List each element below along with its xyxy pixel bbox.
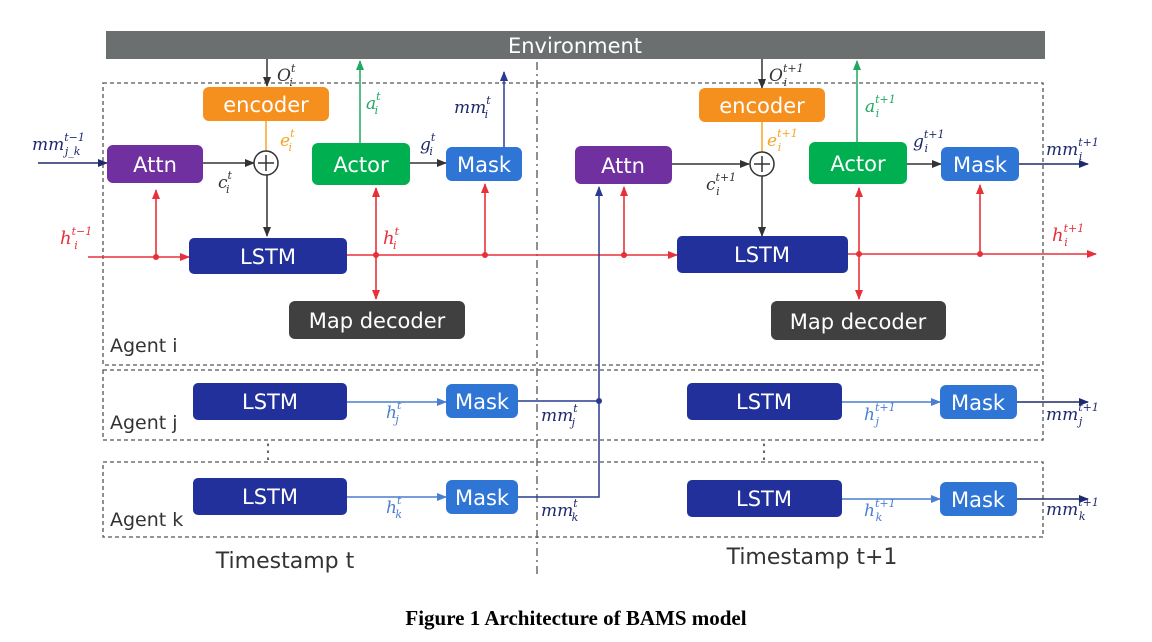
svg-text:LSTM: LSTM [242, 485, 298, 509]
vertical-dots-right: ⋮ [754, 439, 774, 463]
lstm-block-agent-k-t: LSTM [193, 478, 347, 515]
actor-block-t1: Actor [809, 142, 907, 184]
mask-block-agent-i-t1: Mask [941, 147, 1019, 181]
attn-block-t1: Attn [575, 146, 672, 184]
svg-text:Mask: Mask [951, 391, 1006, 415]
agent-k-region [102, 461, 1044, 538]
svg-text:Actor: Actor [333, 153, 389, 177]
actor-block-t: Actor [312, 143, 410, 185]
svg-text:Mask: Mask [455, 486, 510, 510]
vertical-dots-left: ⋮ [258, 439, 278, 463]
agent-j-label: Agent j [110, 412, 178, 434]
encoder-block-t1: encoder [699, 88, 825, 122]
encoder-block-t: encoder [203, 87, 329, 121]
sum-node-t [253, 150, 279, 176]
lstm-block-agent-k-t1: LSTM [687, 480, 842, 517]
svg-text:LSTM: LSTM [242, 390, 298, 414]
svg-text:Mask: Mask [457, 153, 512, 177]
timestamp-t1-label: Timestamp t+1 [726, 545, 898, 570]
mask-block-agent-i-t: Mask [446, 147, 522, 181]
svg-text:Map decoder: Map decoder [790, 310, 927, 334]
agent-i-region [102, 82, 1044, 366]
svg-text:LSTM: LSTM [736, 487, 792, 511]
mask-block-agent-k-t1: Mask [940, 482, 1017, 516]
svg-text:LSTM: LSTM [736, 390, 792, 414]
timestamp-t-label: Timestamp t [215, 549, 355, 574]
attn-block-t: Attn [107, 145, 203, 183]
svg-text:Mask: Mask [455, 390, 510, 414]
svg-text:encoder: encoder [223, 93, 309, 117]
svg-text:Actor: Actor [830, 152, 886, 176]
svg-text:Mask: Mask [951, 488, 1006, 512]
svg-text:LSTM: LSTM [240, 245, 296, 269]
environment-label: Environment [508, 34, 642, 58]
agent-k-label: Agent k [110, 509, 183, 531]
svg-text:encoder: encoder [719, 94, 805, 118]
svg-text:Map decoder: Map decoder [309, 309, 446, 333]
map-decoder-block-t: Map decoder [289, 301, 465, 339]
agent-i-label: Agent i [110, 335, 178, 357]
lstm-block-agent-i-t: LSTM [189, 238, 347, 274]
figure-caption: Figure 1 Architecture of BAMS model [405, 606, 747, 630]
mask-block-agent-k-t: Mask [446, 480, 518, 514]
mask-block-agent-j-t: Mask [446, 384, 518, 418]
environment-bar [106, 31, 1045, 59]
lstm-block-agent-j-t1: LSTM [687, 383, 842, 420]
agent-j-region [102, 369, 1044, 441]
map-decoder-block-t1: Map decoder [771, 301, 946, 340]
svg-text:Attn: Attn [133, 153, 177, 177]
svg-text:Mask: Mask [953, 153, 1008, 177]
sum-node-t1 [749, 151, 775, 177]
svg-text:Attn: Attn [601, 154, 645, 178]
mask-block-agent-j-t1: Mask [940, 385, 1017, 419]
lstm-block-agent-i-t1: LSTM [677, 236, 848, 273]
svg-text:LSTM: LSTM [734, 243, 790, 267]
lstm-block-agent-j-t: LSTM [193, 383, 347, 420]
